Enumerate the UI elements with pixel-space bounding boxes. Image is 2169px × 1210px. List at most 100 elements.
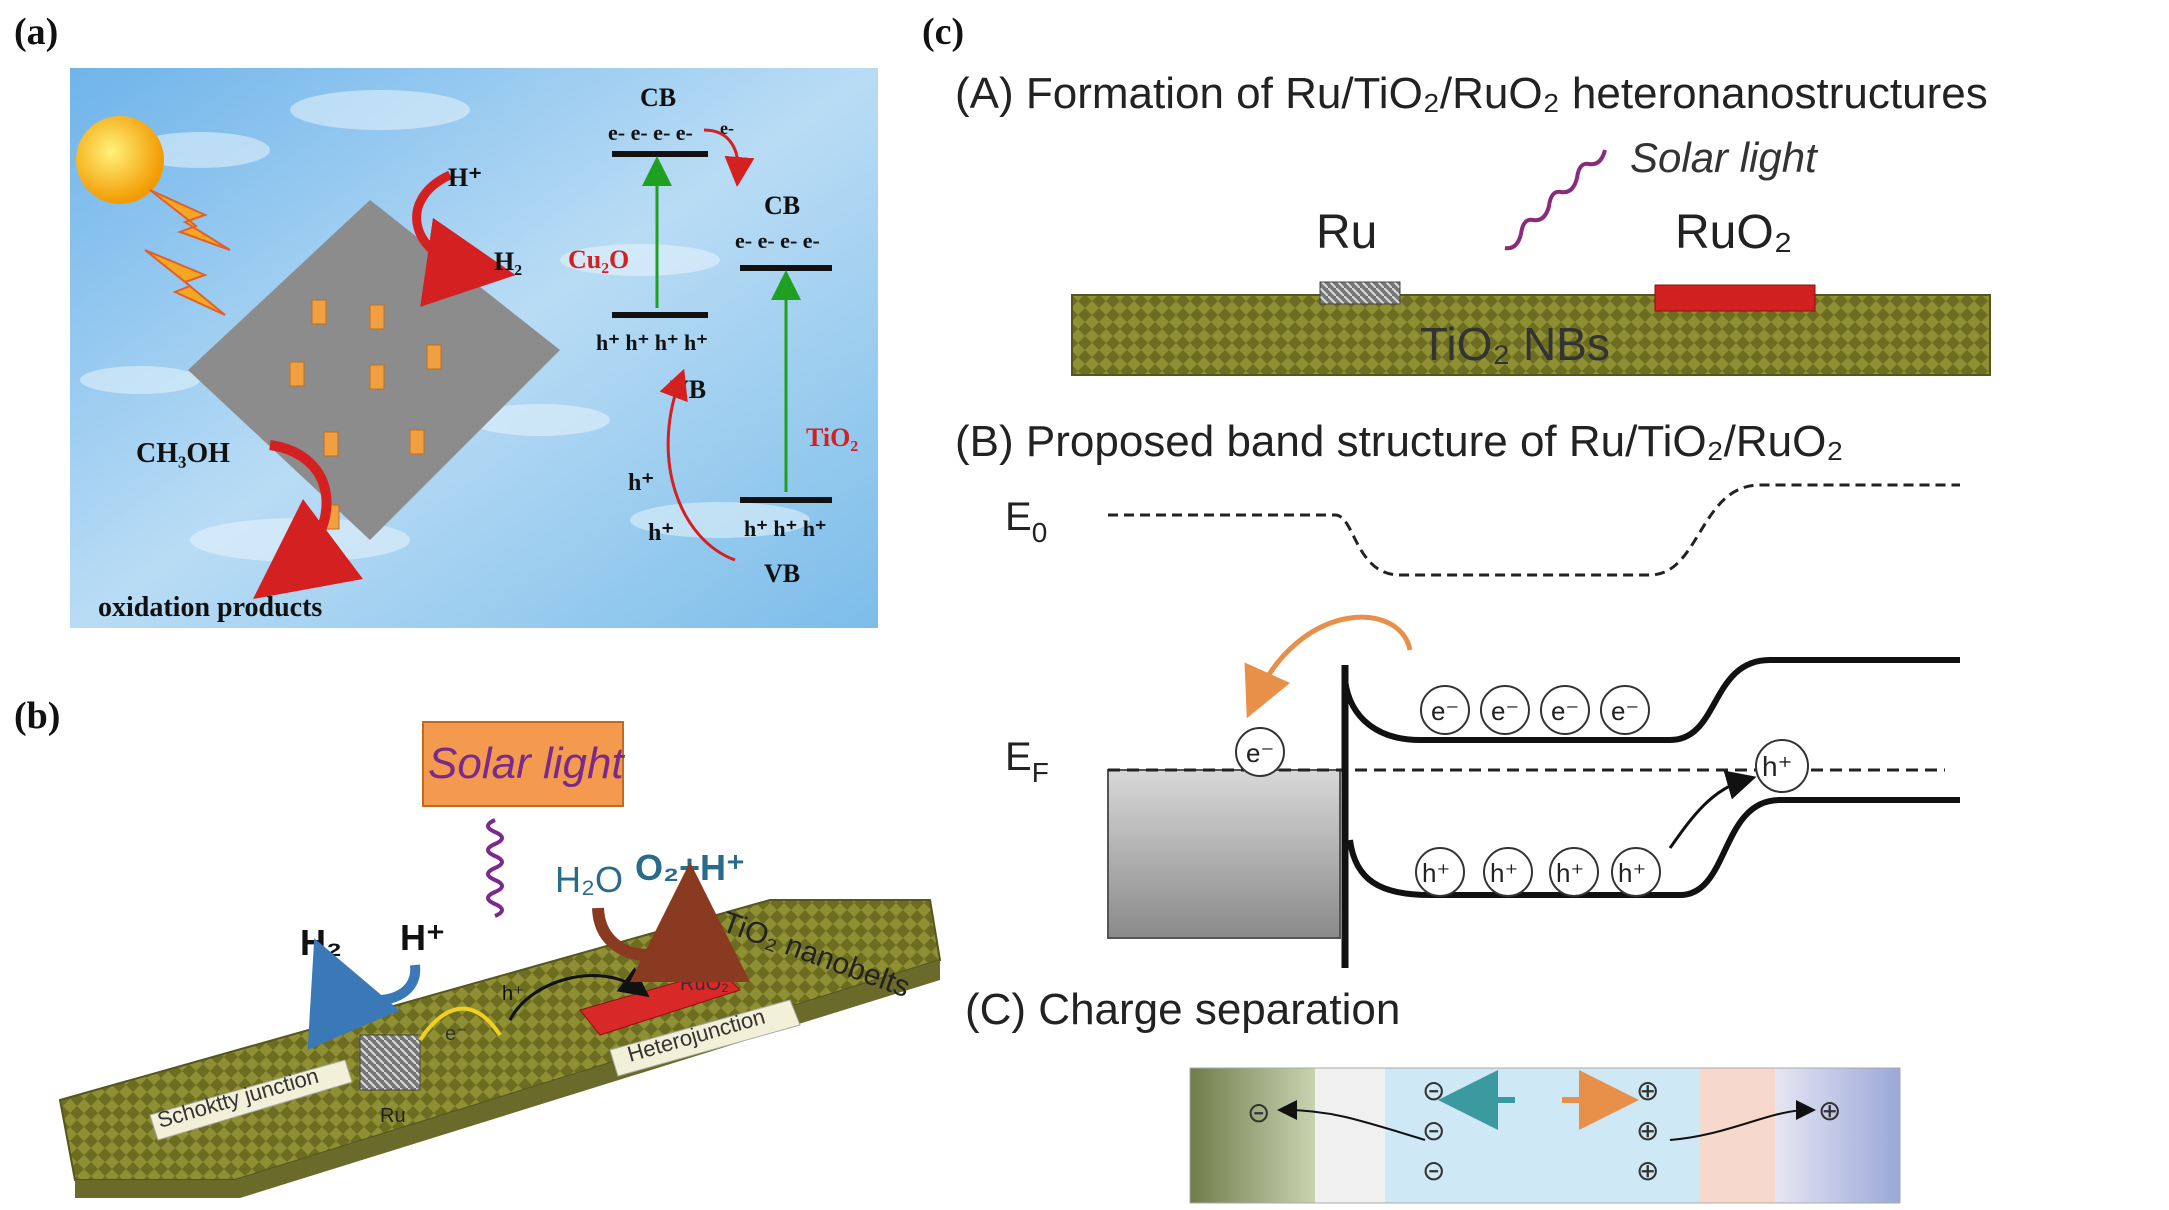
electron-circles: [1235, 685, 1650, 777]
plus-3: ⊕: [1636, 1155, 1659, 1186]
hole-label-2: h⁺: [648, 520, 674, 546]
e0-sub: 0: [1032, 517, 1048, 548]
e0-main: E: [1005, 495, 1032, 539]
title-a-c: (A) Formation of Ru/TiO₂/RuO₂ heteronano…: [955, 69, 1988, 118]
conduction-band: [1342, 657, 1960, 743]
hole-circles: [1415, 739, 1809, 897]
holes-cu2o: h⁺ h⁺ h⁺ h⁺: [596, 330, 708, 355]
solar-light-label-b: Solar light: [428, 739, 625, 788]
h2-evolution-arrow-b: [307, 938, 421, 1050]
electron-label-5: e⁻: [1246, 738, 1274, 768]
solar-light-label-c: Solar light: [1630, 134, 1819, 181]
ef-sub: F: [1032, 757, 1049, 788]
hole-label-c-5: h⁺: [1762, 751, 1792, 782]
electron-transfer-arrow-c: [1244, 614, 1413, 719]
cloud-texture: [80, 90, 810, 562]
charge-separation-bar: [1189, 1067, 1901, 1204]
minus-3: ⊝: [1422, 1155, 1445, 1186]
cs-depletion-right: [1700, 1068, 1775, 1203]
hole-transfer-arrow-c: [1668, 770, 1757, 849]
ruo2-slab: [579, 969, 741, 1036]
cb-label-cu2o: CB: [640, 83, 676, 112]
lightning-icon: [149, 189, 231, 251]
electron-label-b: e⁻: [445, 1023, 467, 1045]
hole-label-c-1: h⁺: [1422, 858, 1450, 888]
ef-label: EF: [1005, 735, 1049, 788]
electron-path-b: [418, 1006, 502, 1042]
e0-label: E0: [1005, 495, 1047, 548]
cu2o-label: Cu₂O: [568, 245, 629, 274]
ef-main: E: [1005, 735, 1032, 779]
hole-transfer-arrow: [659, 368, 736, 562]
oxidation-arrow: [253, 440, 364, 600]
hole-label-1: h⁺: [628, 470, 654, 496]
solar-light-box: [422, 721, 624, 807]
ru-label: Ru: [380, 1105, 406, 1127]
title-c-c: (C) Charge separation: [965, 985, 1400, 1034]
cs-left-region: [1190, 1068, 1315, 1203]
panel-a-label: (a): [14, 11, 58, 53]
ch3oh-label: CH₃OH: [136, 438, 230, 469]
o2-h-label-b: O₂+H⁺: [635, 847, 745, 888]
cs-depletion-left: [1315, 1068, 1385, 1203]
photon-wave-c: [1504, 149, 1607, 251]
electron-transfer-label: e-: [720, 118, 734, 138]
panel-b-label: (b): [14, 695, 60, 737]
tio2-label: TiO₂: [806, 423, 858, 452]
valence-band: [1347, 797, 1960, 898]
electron-label-3: e⁻: [1551, 696, 1579, 726]
title-b-c: (B) Proposed band structure of Ru/TiO₂/R…: [955, 417, 1843, 466]
hole-label-c-3: h⁺: [1556, 858, 1584, 888]
panel-a: H⁺ H₂ CH₃OH oxidation products CB e- e- …: [70, 68, 878, 628]
cs-right-region: [1775, 1068, 1900, 1203]
electrons-cu2o: e- e- e- e-: [608, 120, 693, 145]
cb-label-tio2: CB: [764, 191, 800, 220]
minus-2: ⊝: [1422, 1115, 1445, 1146]
hole-label-c-4: h⁺: [1618, 858, 1646, 888]
ruo2-slab-c: [1654, 284, 1816, 312]
sun-icon: [76, 116, 164, 204]
water-oxidation-arrow-b: [592, 862, 750, 983]
electron-label-2: e⁻: [1491, 696, 1519, 726]
h2-label-b: H₂: [300, 922, 342, 963]
ru-particle-c: [1319, 281, 1401, 305]
holes-tio2: h⁺ h⁺ h⁺: [744, 516, 827, 541]
lightning-icon-2: [144, 249, 226, 316]
ru-particle: [359, 1034, 421, 1091]
plus-right: ⊕: [1818, 1095, 1841, 1126]
ru-label-c: Ru: [1316, 206, 1377, 259]
electron-transfer-arrow: [703, 128, 755, 187]
panel-c: (A) Formation of Ru/TiO₂/RuO₂ heteronano…: [955, 69, 1991, 1204]
hole-label-c-2: h⁺: [1490, 858, 1518, 888]
panel-c-label: (c): [922, 11, 964, 53]
electron-label-4: e⁻: [1611, 696, 1639, 726]
tio2-nanobelt-c: [1071, 294, 1991, 376]
electron-drift-arrow: [1277, 1100, 1426, 1141]
minus-1: ⊝: [1422, 1075, 1445, 1106]
h2-label: H₂: [494, 247, 522, 276]
electrons-tio2: e- e- e- e-: [735, 228, 820, 253]
photon-wave-b: [486, 818, 504, 918]
plus-1: ⊕: [1636, 1075, 1659, 1106]
tio2-nbs-label: TiO₂ NBs: [1420, 318, 1610, 370]
hole-label-b: h⁺: [502, 983, 524, 1005]
h2o-label-b: H₂O: [555, 859, 623, 900]
ruo2-label-b: RuO₂: [680, 973, 729, 995]
h-plus-label: H⁺: [448, 163, 482, 192]
h-plus-label-b: H⁺: [400, 917, 445, 958]
hole-transfer-arrow-b: [508, 967, 650, 1021]
minus-left: ⊝: [1247, 1097, 1270, 1128]
electron-label-1: e⁻: [1431, 696, 1459, 726]
oxidation-products-label: oxidation products: [98, 592, 322, 623]
h2-evolution-arrow: [412, 170, 516, 307]
vb-label-tio2: VB: [764, 559, 800, 588]
plus-2: ⊕: [1636, 1115, 1659, 1146]
ruo2-label-c: RuO₂: [1675, 206, 1792, 259]
cs-center-region: [1385, 1068, 1700, 1203]
hole-drift-arrow: [1669, 1100, 1816, 1141]
vacuum-level-line: [1108, 483, 1960, 577]
metal-block: [1107, 769, 1341, 939]
cu2o-cubes: [289, 299, 442, 530]
panel-b: Schoktty junction Heterojunction Ru RuO₂…: [58, 721, 942, 1198]
